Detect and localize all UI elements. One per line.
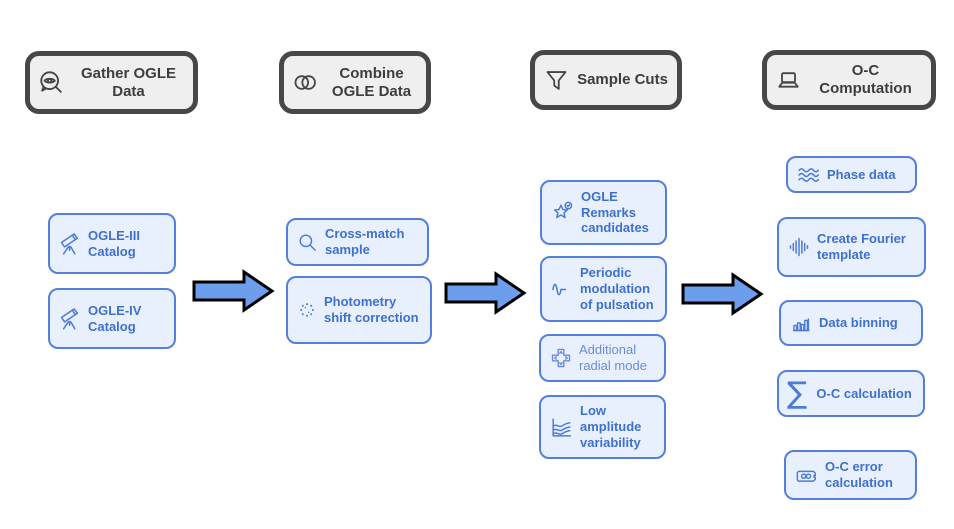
infinity-badge-icon (794, 463, 819, 488)
stage-header-label: Sample Cuts (577, 71, 668, 88)
overlapping-circles-icon (292, 69, 319, 96)
flow-arrow-stage3-to-stage4 (681, 272, 765, 317)
node-label: Periodic modulation of pulsation (580, 265, 654, 312)
waveform-bars-icon (787, 235, 811, 259)
node-periodic-modulation-of-pulsation: Periodic modulation of pulsation (540, 256, 667, 322)
node-additional-radial-mode: Additional radial mode (539, 334, 666, 382)
flow-arrow-stage2-to-stage3 (444, 271, 528, 316)
stage-header-label: Gather OGLE Data (80, 64, 177, 100)
dpad-plus-icon (549, 346, 573, 370)
node-label: Phase data (827, 166, 896, 182)
node-data-binning: Data binning (779, 300, 923, 346)
stage-header-label: Combine OGLE Data (331, 64, 412, 100)
telescope-icon (58, 307, 82, 331)
node-label: Low amplitude variability (580, 403, 642, 450)
laptop-icon (775, 67, 802, 94)
magnifier-icon (296, 231, 319, 254)
node-low-amplitude-variability: Low amplitude variability (539, 395, 666, 459)
pulse-wave-icon (550, 277, 574, 301)
node-label: OGLE Remarks candidates (581, 188, 649, 236)
stage-header-gather-ogle-data: Gather OGLE Data (25, 51, 198, 114)
node-label: OGLE-III Catalog (88, 227, 140, 259)
node-ogle-iii-catalog: OGLE-III Catalog (48, 213, 176, 274)
stage-header-label: O-C Computation (819, 62, 912, 97)
node-label: Photometry shift correction (324, 294, 419, 325)
node-label: Create Fourier template (817, 231, 906, 262)
node-label: OGLE-IV Catalog (88, 302, 142, 334)
funnel-icon (543, 67, 570, 94)
node-ogle-remarks-candidates: OGLE Remarks candidates (540, 180, 667, 245)
node-ogle-iv-catalog: OGLE-IV Catalog (48, 288, 176, 349)
node-phase-data: Phase data (786, 156, 917, 193)
node-cross-match-sample: Cross-match sample (286, 218, 429, 266)
eye-magnifier-icon (38, 69, 66, 97)
node-photometry-shift-correction: Photometry shift correction (286, 276, 432, 344)
telescope-icon (58, 232, 82, 256)
node-label: Additional radial mode (579, 342, 647, 373)
scatter-dots-icon (296, 299, 318, 321)
node-create-fourier-template: Create Fourier template (777, 217, 926, 277)
star-check-icon (550, 200, 575, 225)
node-label: Cross-match sample (325, 226, 405, 257)
stage-header-sample-cuts: Sample Cuts (530, 50, 682, 110)
node-oc-error-calculation: O-C error calculation (784, 450, 917, 500)
stage-header-combine-ogle-data: Combine OGLE Data (279, 51, 431, 114)
stage-header-oc-computation: O-C Computation (762, 50, 936, 110)
triple-wave-icon (796, 162, 821, 187)
node-label: O-C error calculation (825, 459, 893, 490)
flow-arrow-stage1-to-stage2 (192, 269, 276, 314)
histogram-icon (789, 311, 813, 335)
sigma-icon: ∑ (787, 376, 808, 411)
node-label: Data binning (819, 315, 898, 331)
node-oc-calculation: ∑ O-C calculation (777, 370, 925, 417)
wave-chart-icon (549, 415, 574, 440)
node-label: O-C calculation (816, 385, 912, 401)
